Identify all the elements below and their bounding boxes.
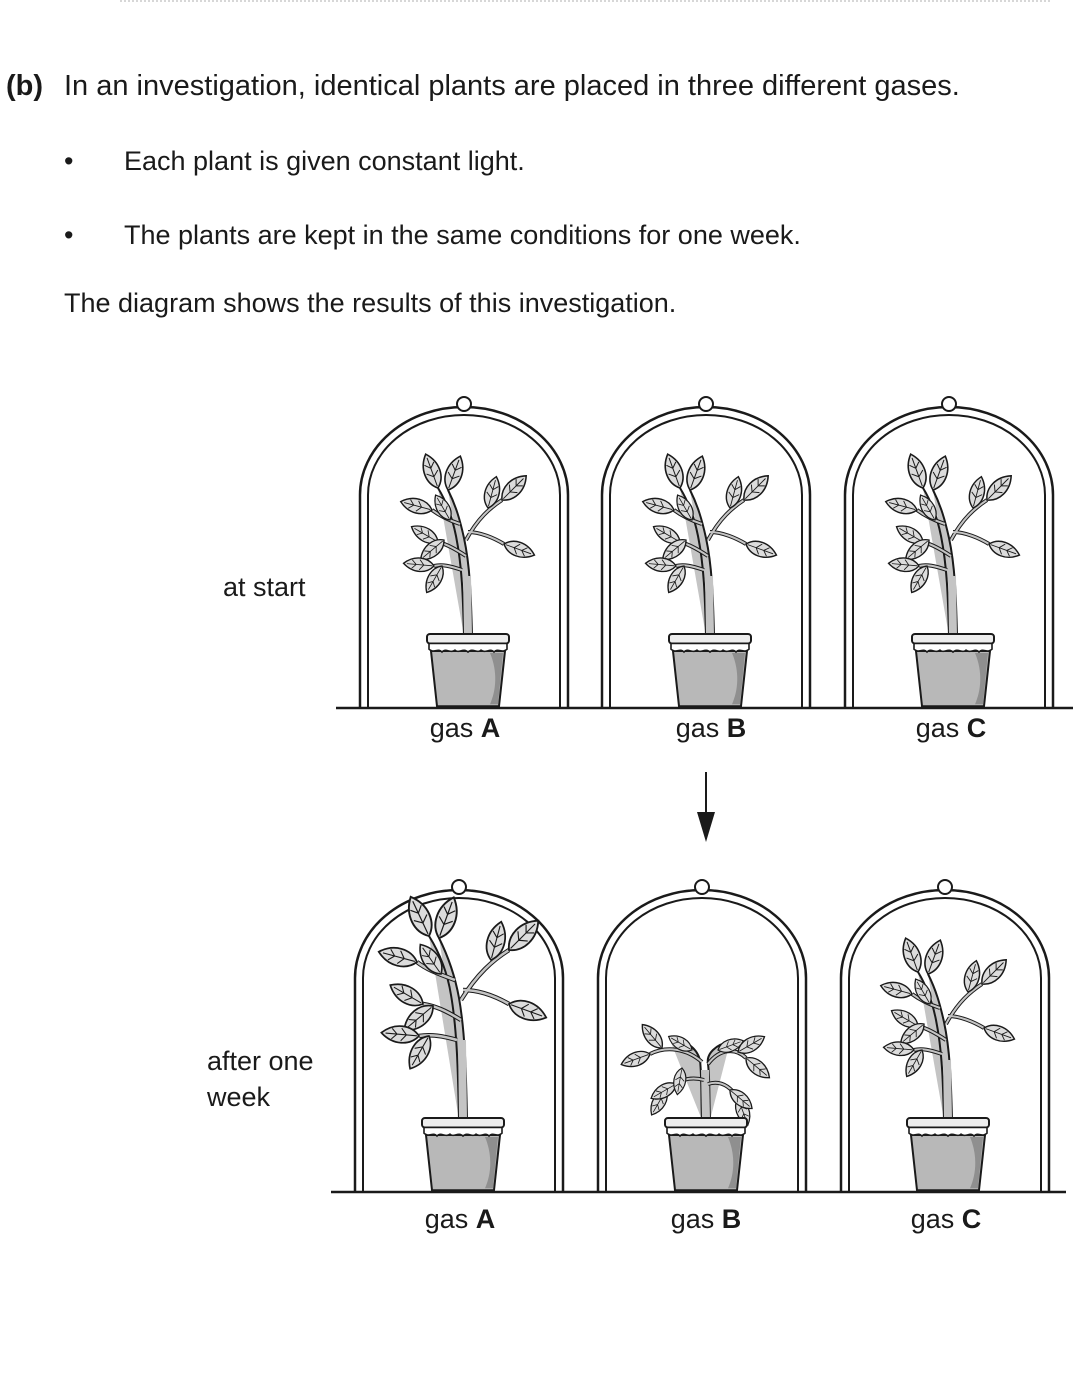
plant-start-a xyxy=(399,451,537,706)
gas-label-after-b: gas B xyxy=(671,1204,742,1235)
plant-after-b-wilted xyxy=(619,1020,774,1190)
gas-label-after-a: gas A xyxy=(425,1204,496,1235)
plant-start-b xyxy=(641,451,779,706)
plant-after-c xyxy=(879,935,1017,1190)
gas-label-start-c: gas C xyxy=(916,713,987,744)
row-label-after-one-week: after one week xyxy=(207,1043,337,1115)
gas-label-start-a: gas A xyxy=(430,713,501,744)
gas-label-start-b: gas B xyxy=(676,713,747,744)
down-arrow-icon xyxy=(697,772,715,842)
gas-label-after-c: gas C xyxy=(911,1204,982,1235)
plant-start-c xyxy=(884,451,1022,706)
row-label-at-start: at start xyxy=(223,569,306,605)
plant-after-a-grown xyxy=(377,893,550,1190)
